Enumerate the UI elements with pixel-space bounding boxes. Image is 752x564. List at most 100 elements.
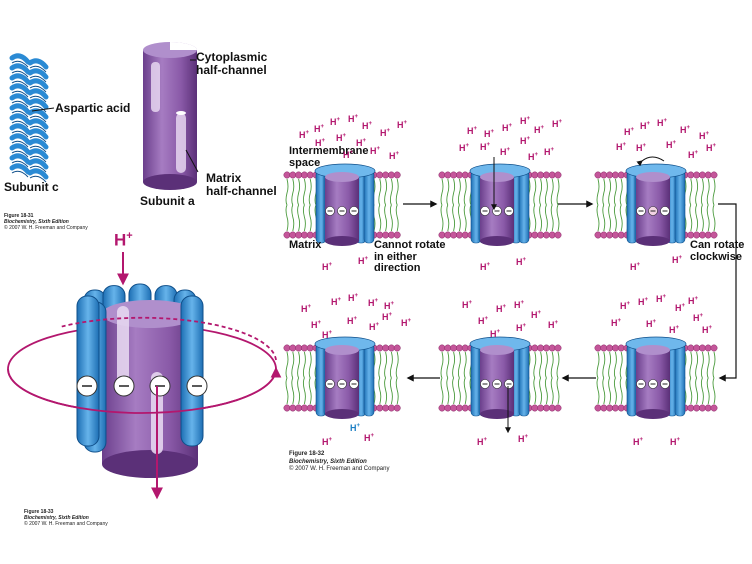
subunit-c-rod bbox=[363, 343, 375, 417]
proton-label: H+ bbox=[500, 147, 510, 157]
lipid-tail bbox=[700, 204, 704, 232]
cytoplasmic-halfchannel bbox=[117, 306, 129, 390]
proton-label: H+ bbox=[552, 119, 562, 129]
proton-charge: + bbox=[534, 152, 539, 158]
lipid-tail bbox=[302, 204, 306, 232]
helix-turn-edge bbox=[11, 120, 29, 128]
lipid-tail bbox=[302, 351, 306, 379]
proton-label: H+ bbox=[638, 297, 648, 307]
matrix-label: Matrix bbox=[289, 239, 322, 251]
lipid-tail bbox=[395, 377, 399, 405]
proton-symbol: H bbox=[630, 262, 637, 272]
lipid-head bbox=[710, 231, 718, 239]
lipid-tail bbox=[457, 178, 461, 206]
proton-label: H+ bbox=[669, 325, 679, 335]
subunit-a-base bbox=[636, 409, 670, 419]
helix-turn-edge bbox=[11, 100, 29, 108]
subunit-c-rod bbox=[518, 170, 530, 244]
proton-symbol: H bbox=[693, 313, 700, 323]
lipid-tail bbox=[463, 178, 467, 206]
can-rotate-label: Can rotate clockwise bbox=[690, 239, 745, 263]
lipid-head bbox=[289, 404, 297, 412]
proton-label: H+ bbox=[322, 262, 332, 272]
lipid-head bbox=[594, 344, 602, 352]
proton-charge: + bbox=[353, 316, 358, 322]
lipid-head bbox=[687, 171, 695, 179]
helix-turn bbox=[9, 123, 31, 135]
lipid-tail bbox=[619, 178, 623, 206]
proton-label: H+ bbox=[516, 257, 526, 267]
lipid-head bbox=[295, 171, 303, 179]
lipid-tail bbox=[602, 204, 606, 232]
proton-charge: + bbox=[374, 298, 379, 304]
lipid-tail bbox=[689, 377, 693, 405]
lipid-head bbox=[295, 344, 303, 352]
proton-charge: + bbox=[520, 300, 525, 306]
proton-symbol: H bbox=[548, 320, 555, 330]
lipid-tail bbox=[308, 204, 312, 232]
lipid-head bbox=[710, 171, 718, 179]
lipid-tail bbox=[389, 204, 393, 232]
proton-charge: + bbox=[617, 318, 622, 324]
proton-symbol: H bbox=[380, 128, 387, 138]
lipid-head bbox=[444, 231, 452, 239]
lipid-tail bbox=[533, 178, 537, 206]
proton-charge: + bbox=[317, 320, 322, 326]
proton-symbol: H bbox=[636, 143, 643, 153]
lipid-head bbox=[393, 344, 401, 352]
subunit-c-helix bbox=[9, 53, 49, 183]
lipid-tail bbox=[619, 204, 623, 232]
caption-copyright: © 2007 W. H. Freeman and Company bbox=[289, 466, 390, 472]
proton-charge: + bbox=[554, 320, 559, 326]
proton-label: H+ bbox=[343, 150, 353, 160]
lipid-tail bbox=[389, 377, 393, 405]
lipid-head bbox=[444, 404, 452, 412]
lipid-tail bbox=[297, 204, 301, 232]
lipid-tail bbox=[440, 178, 444, 206]
lipid-tail bbox=[602, 178, 606, 206]
proton-charge: + bbox=[354, 114, 359, 120]
lipid-tail bbox=[395, 178, 399, 206]
proton-symbol: H bbox=[544, 147, 551, 157]
caption-figure-number: Figure 18-33 bbox=[24, 509, 54, 515]
lipid-tail bbox=[613, 377, 617, 405]
lipid-tail bbox=[285, 178, 289, 206]
proton-label: H+ bbox=[336, 133, 346, 143]
proton-label: H+ bbox=[518, 434, 528, 444]
lipid-head bbox=[698, 404, 706, 412]
subunit-a-top bbox=[636, 172, 670, 182]
lipid-tail bbox=[613, 351, 617, 379]
lipid-head bbox=[444, 171, 452, 179]
proton-charge: + bbox=[354, 293, 359, 299]
proton-symbol: H bbox=[364, 433, 371, 443]
lipid-head bbox=[594, 171, 602, 179]
helix-turn bbox=[27, 108, 49, 120]
proton-symbol: H bbox=[638, 297, 645, 307]
lipid-tail bbox=[457, 204, 461, 232]
proton-charge: + bbox=[639, 437, 644, 443]
proton-charge: + bbox=[705, 131, 710, 137]
lipid-head bbox=[710, 344, 718, 352]
proton-label-released: H+ bbox=[350, 423, 360, 433]
lipid-head bbox=[283, 344, 291, 352]
lipid-head bbox=[687, 404, 695, 412]
proton-charge: + bbox=[362, 138, 367, 144]
caption-book-title: Biochemistry, Sixth Edition bbox=[289, 458, 367, 465]
lipid-head bbox=[600, 171, 608, 179]
proton-symbol: H bbox=[401, 318, 408, 328]
lipid-tail bbox=[539, 178, 543, 206]
proton-charge: + bbox=[468, 300, 473, 306]
helix-turn-edge bbox=[29, 115, 47, 123]
lipid-tail bbox=[544, 204, 548, 232]
proton-label: H+ bbox=[380, 128, 390, 138]
lipid-head bbox=[393, 231, 401, 239]
caption-figure-number: Figure 18-32 bbox=[289, 451, 325, 457]
proton-symbol: H bbox=[688, 296, 695, 306]
matrix-halfchannel-label: Matrix half-channel bbox=[206, 171, 277, 198]
proton-symbol: H bbox=[516, 323, 523, 333]
proton-symbol: H bbox=[520, 116, 527, 126]
subunit-a-label: Subunit a bbox=[140, 194, 195, 208]
proton-charge: + bbox=[356, 423, 361, 429]
proton-charge: + bbox=[364, 256, 369, 262]
proton-charge: + bbox=[486, 142, 491, 148]
